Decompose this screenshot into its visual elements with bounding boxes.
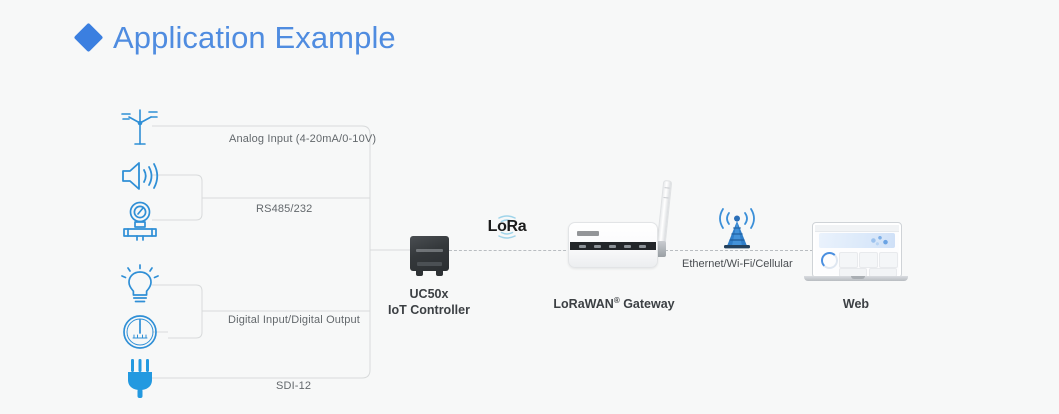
dashboard-topbar xyxy=(815,225,899,232)
laptop-screen xyxy=(815,225,899,277)
gateway-branding xyxy=(577,231,599,236)
page-title-label: Application Example xyxy=(113,20,396,55)
gateway-port xyxy=(579,244,586,248)
gateway-antenna xyxy=(656,179,673,251)
backhaul-label: Ethernet/Wi-Fi/Cellular xyxy=(682,258,793,270)
laptop-trackpad-notch xyxy=(851,276,865,279)
gateway-port xyxy=(624,244,631,248)
speaker-sound-icon xyxy=(116,152,164,200)
dashboard-card xyxy=(859,252,878,268)
light-bulb-icon xyxy=(116,261,164,309)
diamond-bullet-icon xyxy=(73,22,104,53)
dashboard-card xyxy=(879,252,898,268)
interface-label-analog-input: Analog Input (4-20mA/0-10V) xyxy=(229,133,377,145)
cell-tower-icon xyxy=(714,200,760,255)
dashboard-gauge-widget xyxy=(821,252,838,269)
controller-foot xyxy=(416,271,423,276)
interface-label-digital-io: Digital Input/Digital Output xyxy=(228,314,360,326)
dial-meter-icon xyxy=(116,308,164,356)
dashboard-card xyxy=(839,252,858,268)
wind-turbine-icon xyxy=(116,102,164,150)
gateway-label-registered-mark: ® xyxy=(613,296,620,305)
dashboard-hero-banner xyxy=(819,233,895,248)
controller-branding xyxy=(416,249,443,252)
laptop-base xyxy=(804,276,908,281)
gateway-body xyxy=(568,222,658,268)
gateway-label: LoRaWAN® Gateway xyxy=(534,293,694,312)
laptop-lid xyxy=(812,222,902,278)
interface-label-sdi12: SDI-12 xyxy=(276,380,312,392)
iot-controller-device[interactable] xyxy=(410,236,449,276)
dashboard-hero-artwork xyxy=(869,235,891,246)
lora-logo-text: LoRa xyxy=(487,218,527,235)
gateway-port xyxy=(594,244,601,248)
interface-label-rs485: RS485/232 xyxy=(256,203,313,215)
pressure-gauge-icon xyxy=(116,197,164,245)
gateway-port xyxy=(609,244,616,248)
link-controller-to-gateway xyxy=(449,250,571,251)
web-label: Web xyxy=(842,297,870,311)
gateway-label-tail: Gateway xyxy=(619,297,675,312)
gateway-label-main: LoRaWAN xyxy=(553,297,614,312)
link-gateway-to-web xyxy=(660,250,818,251)
controller-foot xyxy=(436,271,443,276)
controller-model-label: UC50x xyxy=(409,287,449,301)
power-plug-icon xyxy=(116,354,164,402)
page-title: Application Example xyxy=(73,20,396,55)
controller-role-label: IoT Controller xyxy=(388,303,470,317)
gateway-port xyxy=(639,244,646,248)
lora-logo-icon: LoRa xyxy=(484,212,530,242)
